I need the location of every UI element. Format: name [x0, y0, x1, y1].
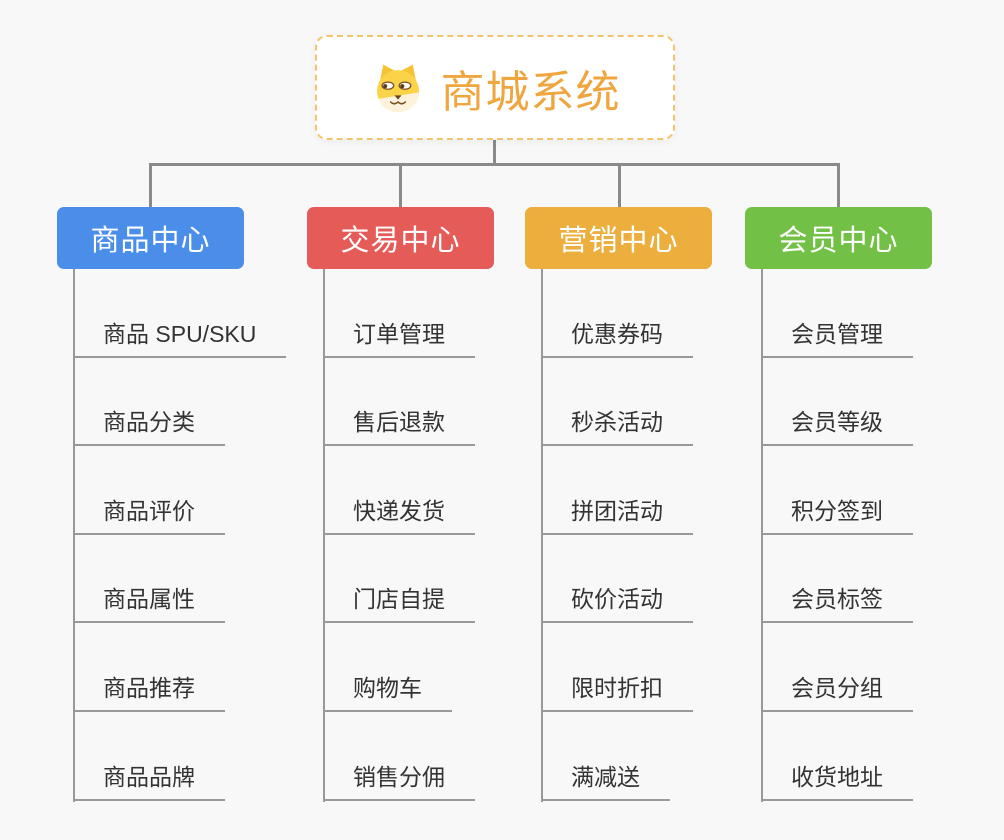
branch-topic[interactable]: 商品中心 [57, 207, 244, 269]
subtopic-row: 商品推荐 [73, 623, 286, 712]
root-connector-line [493, 140, 496, 165]
subtopic-label[interactable]: 订单管理 [323, 315, 475, 358]
subtopic-label[interactable]: 限时折扣 [541, 669, 693, 712]
subtopic-label[interactable]: 商品评价 [73, 492, 225, 535]
subtopic-label[interactable]: 会员分组 [761, 669, 913, 712]
branch-column: 会员中心会员管理会员等级积分签到会员标签会员分组收货地址 [745, 207, 995, 802]
subtopic-label[interactable]: 商品分类 [73, 403, 225, 447]
subtopic-row: 门店自提 [323, 535, 475, 624]
subtopic-label[interactable]: 销售分佣 [323, 758, 475, 801]
subtopic-row: 会员标签 [761, 535, 913, 624]
subtopic-row: 会员分组 [761, 623, 913, 712]
subtopic-row: 收货地址 [761, 712, 913, 801]
subtopic-row: 售后退款 [323, 358, 475, 447]
subtopic-label[interactable]: 售后退款 [323, 403, 475, 447]
subtopic-row: 砍价活动 [541, 535, 693, 624]
subtopic-label[interactable]: 会员等级 [761, 403, 913, 447]
subtopic-label[interactable]: 秒杀活动 [541, 403, 693, 447]
branch-drop-line [618, 163, 621, 207]
subtopic-row: 会员等级 [761, 358, 913, 447]
subtopic-row: 限时折扣 [541, 623, 693, 712]
subtopic-label[interactable]: 收货地址 [761, 758, 913, 801]
subtopic-label[interactable]: 门店自提 [323, 580, 475, 624]
subtopic-label[interactable]: 商品推荐 [73, 669, 225, 712]
root-title: 商城系统 [440, 67, 621, 117]
branch-column: 交易中心订单管理售后退款快递发货门店自提购物车销售分佣 [307, 207, 557, 802]
branch-trunk-line [541, 269, 543, 802]
dog-icon [370, 60, 426, 116]
subtopic-row: 商品 SPU/SKU [73, 269, 287, 358]
branch-topic[interactable]: 会员中心 [745, 207, 932, 269]
branch-bus-line [149, 163, 840, 166]
branch-column: 营销中心优惠券码秒杀活动拼团活动砍价活动限时折扣满减送 [525, 207, 775, 802]
subtopic-row: 订单管理 [323, 269, 475, 358]
subtopic-list: 优惠券码秒杀活动拼团活动砍价活动限时折扣满减送 [541, 269, 693, 801]
subtopic-label[interactable]: 优惠券码 [541, 315, 693, 358]
subtopic-label[interactable]: 商品属性 [73, 580, 225, 624]
subtopic-label[interactable]: 商品品牌 [73, 758, 225, 801]
branch-trunk-line [73, 269, 75, 802]
subtopic-row: 商品品牌 [73, 712, 286, 801]
subtopic-row: 优惠券码 [541, 269, 693, 358]
subtopic-label[interactable]: 拼团活动 [541, 492, 693, 535]
branch-drop-line [149, 163, 152, 207]
branch-drop-line [399, 163, 402, 207]
subtopic-row: 商品评价 [73, 446, 286, 535]
subtopic-row: 秒杀活动 [541, 358, 693, 447]
subtopic-row: 快递发货 [323, 446, 475, 535]
subtopic-list: 订单管理售后退款快递发货门店自提购物车销售分佣 [323, 269, 475, 801]
subtopic-label[interactable]: 满减送 [541, 758, 670, 801]
subtopic-label[interactable]: 会员标签 [761, 580, 913, 624]
subtopic-label[interactable]: 积分签到 [761, 492, 913, 535]
branch-column: 商品中心商品 SPU/SKU 商品分类商品评价商品属性商品推荐商品品牌 [57, 207, 307, 802]
subtopic-label[interactable]: 快递发货 [323, 492, 475, 535]
subtopic-row: 销售分佣 [323, 712, 475, 801]
subtopic-row: 会员管理 [761, 269, 913, 358]
subtopic-row: 拼团活动 [541, 446, 693, 535]
subtopic-list: 会员管理会员等级积分签到会员标签会员分组收货地址 [761, 269, 913, 801]
branch-trunk-line [761, 269, 763, 802]
subtopic-row: 商品属性 [73, 535, 286, 624]
subtopic-label[interactable]: 会员管理 [761, 315, 913, 358]
branch-topic[interactable]: 营销中心 [525, 207, 712, 269]
subtopic-list: 商品 SPU/SKU 商品分类商品评价商品属性商品推荐商品品牌 [73, 269, 287, 801]
subtopic-row: 购物车 [323, 623, 475, 712]
subtopic-label[interactable]: 购物车 [323, 669, 452, 712]
subtopic-row: 满减送 [541, 712, 693, 801]
branch-topic[interactable]: 交易中心 [307, 207, 494, 269]
branch-trunk-line [323, 269, 325, 802]
root-topic[interactable]: 商城系统 [315, 35, 675, 140]
branch-drop-line [837, 163, 840, 207]
subtopic-row: 商品分类 [73, 358, 286, 447]
subtopic-label[interactable]: 商品 SPU/SKU [73, 315, 287, 358]
subtopic-label[interactable]: 砍价活动 [541, 580, 693, 624]
subtopic-row: 积分签到 [761, 446, 913, 535]
